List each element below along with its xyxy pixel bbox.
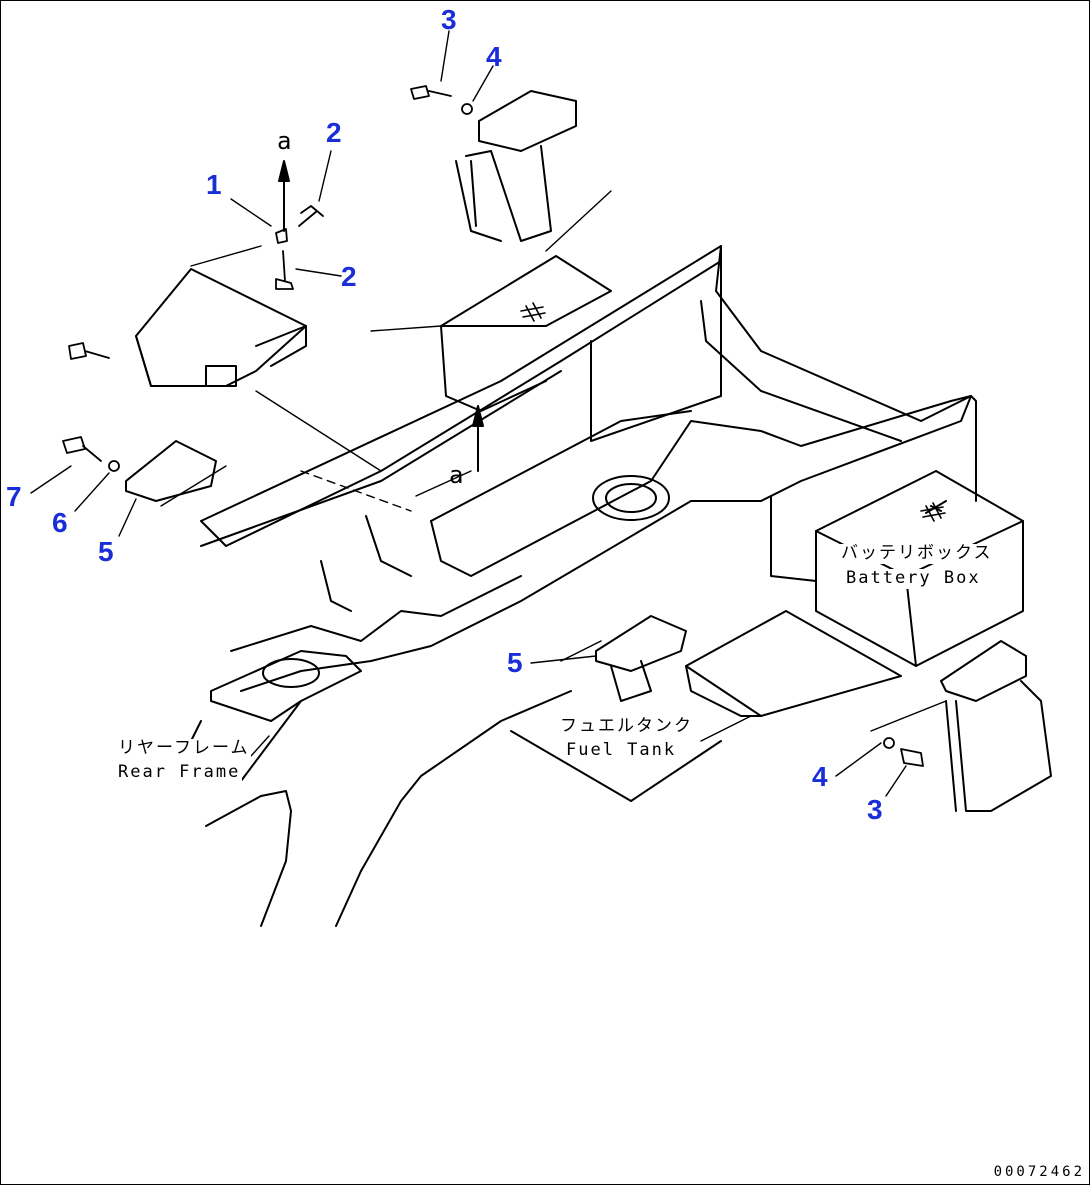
- drawing-number: 00072462: [993, 1164, 1085, 1180]
- callout-5-left: 5: [98, 536, 114, 567]
- battery-box-rear: [440, 255, 612, 327]
- step-lower: [940, 640, 1027, 702]
- callout-4-upper: 4: [486, 41, 502, 72]
- battery-box: [815, 470, 1024, 667]
- rear-frame-lower-left: [230, 575, 522, 652]
- leader-lines: [30, 30, 947, 797]
- battery-box-label-jp: バッテリボックス: [839, 543, 995, 564]
- callout-5-middle: 5: [507, 647, 523, 678]
- rear-frame-left-rail: [200, 245, 722, 547]
- callout-1: 1: [206, 169, 222, 200]
- fuel-tank-label-jp: フュエルタンク: [558, 716, 695, 737]
- step-fuel-tank: [595, 615, 687, 672]
- callout-4-lower: 4: [812, 761, 828, 792]
- callout-3-upper: 3: [441, 4, 457, 35]
- rear-frame-cross: [590, 260, 722, 442]
- callout-7: 7: [6, 481, 22, 512]
- fuel-filler-flange: [592, 475, 670, 521]
- bolt-shapes: [62, 85, 924, 767]
- callout-2-lower: 2: [341, 261, 357, 292]
- arrow-mark-lower: a: [449, 461, 464, 489]
- arrow-upper: [278, 160, 290, 232]
- rear-frame-label-jp: リヤーフレーム: [116, 738, 252, 759]
- rear-body-outline: [205, 790, 292, 927]
- arrow-mark-upper: a: [277, 127, 292, 155]
- callout-3-lower: 3: [867, 794, 883, 825]
- callout-2-upper: 2: [326, 117, 342, 148]
- fuel-tank-deck: [240, 395, 972, 692]
- arrow-lower: [472, 405, 484, 472]
- step-plate-left: [135, 268, 307, 387]
- battery-box-label-en: Battery Box: [844, 568, 983, 589]
- step-upper: [478, 90, 577, 152]
- step-small: [125, 440, 217, 502]
- rear-frame-label-en: Rear Frame: [116, 762, 243, 783]
- callout-6: 6: [52, 507, 68, 538]
- step-plate-fuel: [685, 610, 902, 717]
- rear-frame-right-rail: [715, 245, 972, 422]
- fuel-tank-label-en: Fuel Tank: [564, 740, 679, 761]
